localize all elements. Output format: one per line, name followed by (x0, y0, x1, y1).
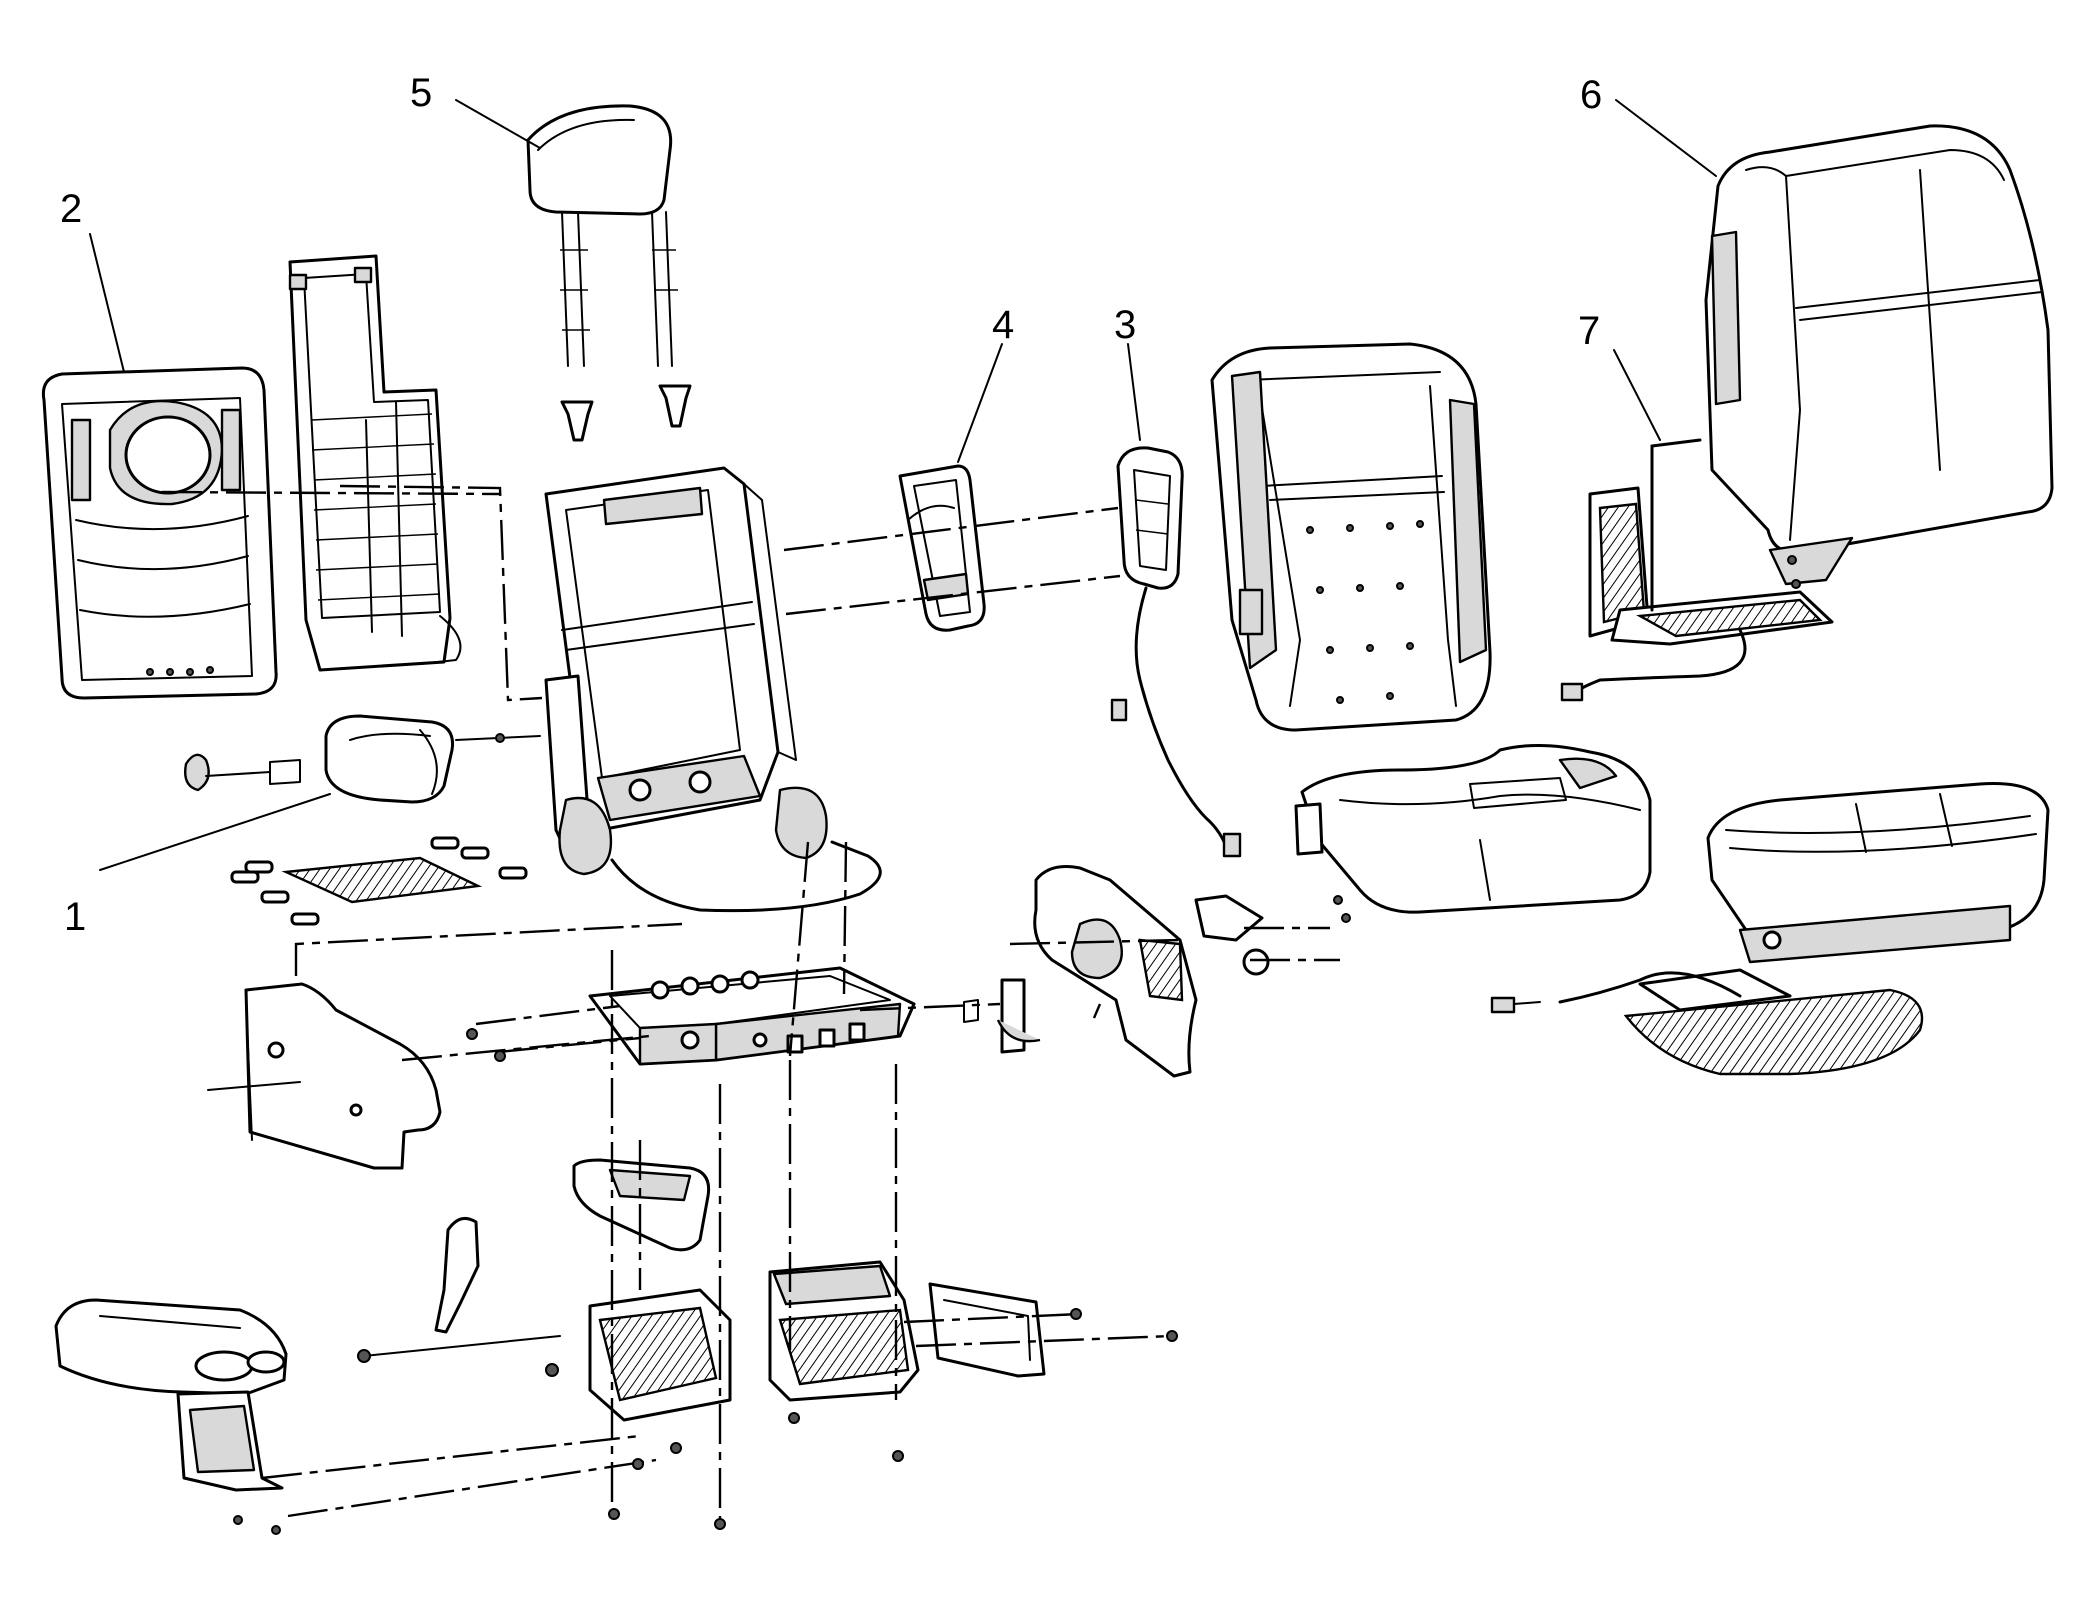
lumbar-support-panel (288, 254, 462, 672)
callout-6: 6 (1580, 73, 1602, 117)
seat-cushion-heater (1490, 968, 1924, 1076)
seatback-heater-element (1560, 438, 1834, 702)
seatback-frame (544, 466, 882, 913)
pad-dot-grid (1306, 520, 1424, 704)
callout-3: 3 (1114, 303, 1136, 347)
recliner-side-bracket (963, 865, 1270, 1078)
callout-leaders (89, 99, 1717, 871)
seat-cushion-cover (1706, 782, 2050, 964)
seat-heater-mat (230, 836, 528, 926)
seat-cushion-frame (588, 966, 916, 1066)
seatback-trim-cover (1704, 124, 2054, 589)
seat-belt-buckle (357, 1216, 561, 1377)
callout-4: 4 (992, 303, 1014, 347)
callout-7: 7 (1578, 309, 1600, 353)
assembly-guide-lines (161, 484, 1340, 1520)
callout-1: 1 (64, 895, 86, 939)
inboard-side-shield (207, 982, 442, 1170)
lumbar-trim-cover (898, 464, 986, 632)
seatback-cushion-pad (1210, 342, 1492, 732)
callout-5: 5 (410, 71, 432, 115)
center-console-cupholder (54, 1298, 288, 1535)
fasteners (466, 895, 1351, 1530)
callout-2: 2 (60, 187, 82, 231)
headrest (526, 104, 692, 442)
seatback-rear-panel (41, 366, 278, 700)
armrest (184, 714, 541, 804)
side-airbag-module (1110, 446, 1242, 858)
callout-labels: 1 2 3 4 5 6 7 (60, 71, 1602, 939)
seat-cushion-pad (1294, 744, 1652, 914)
seat-adjuster-track (572, 1158, 1046, 1422)
